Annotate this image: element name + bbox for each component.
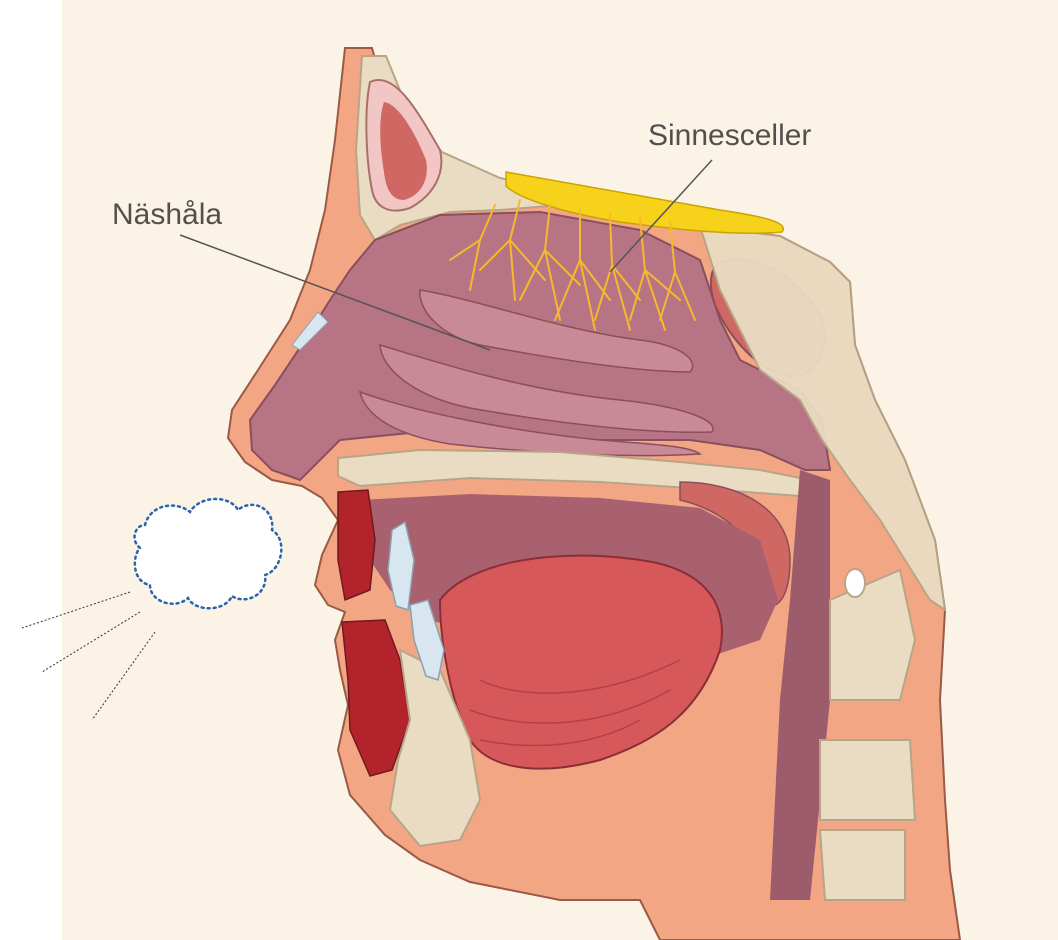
sensory-cells-label: Sinnesceller: [648, 119, 811, 152]
nasal-cavity-label: Näshåla: [112, 198, 222, 231]
upper-lip-tissue: [338, 490, 375, 600]
breath-cloud-icon: [135, 499, 282, 608]
